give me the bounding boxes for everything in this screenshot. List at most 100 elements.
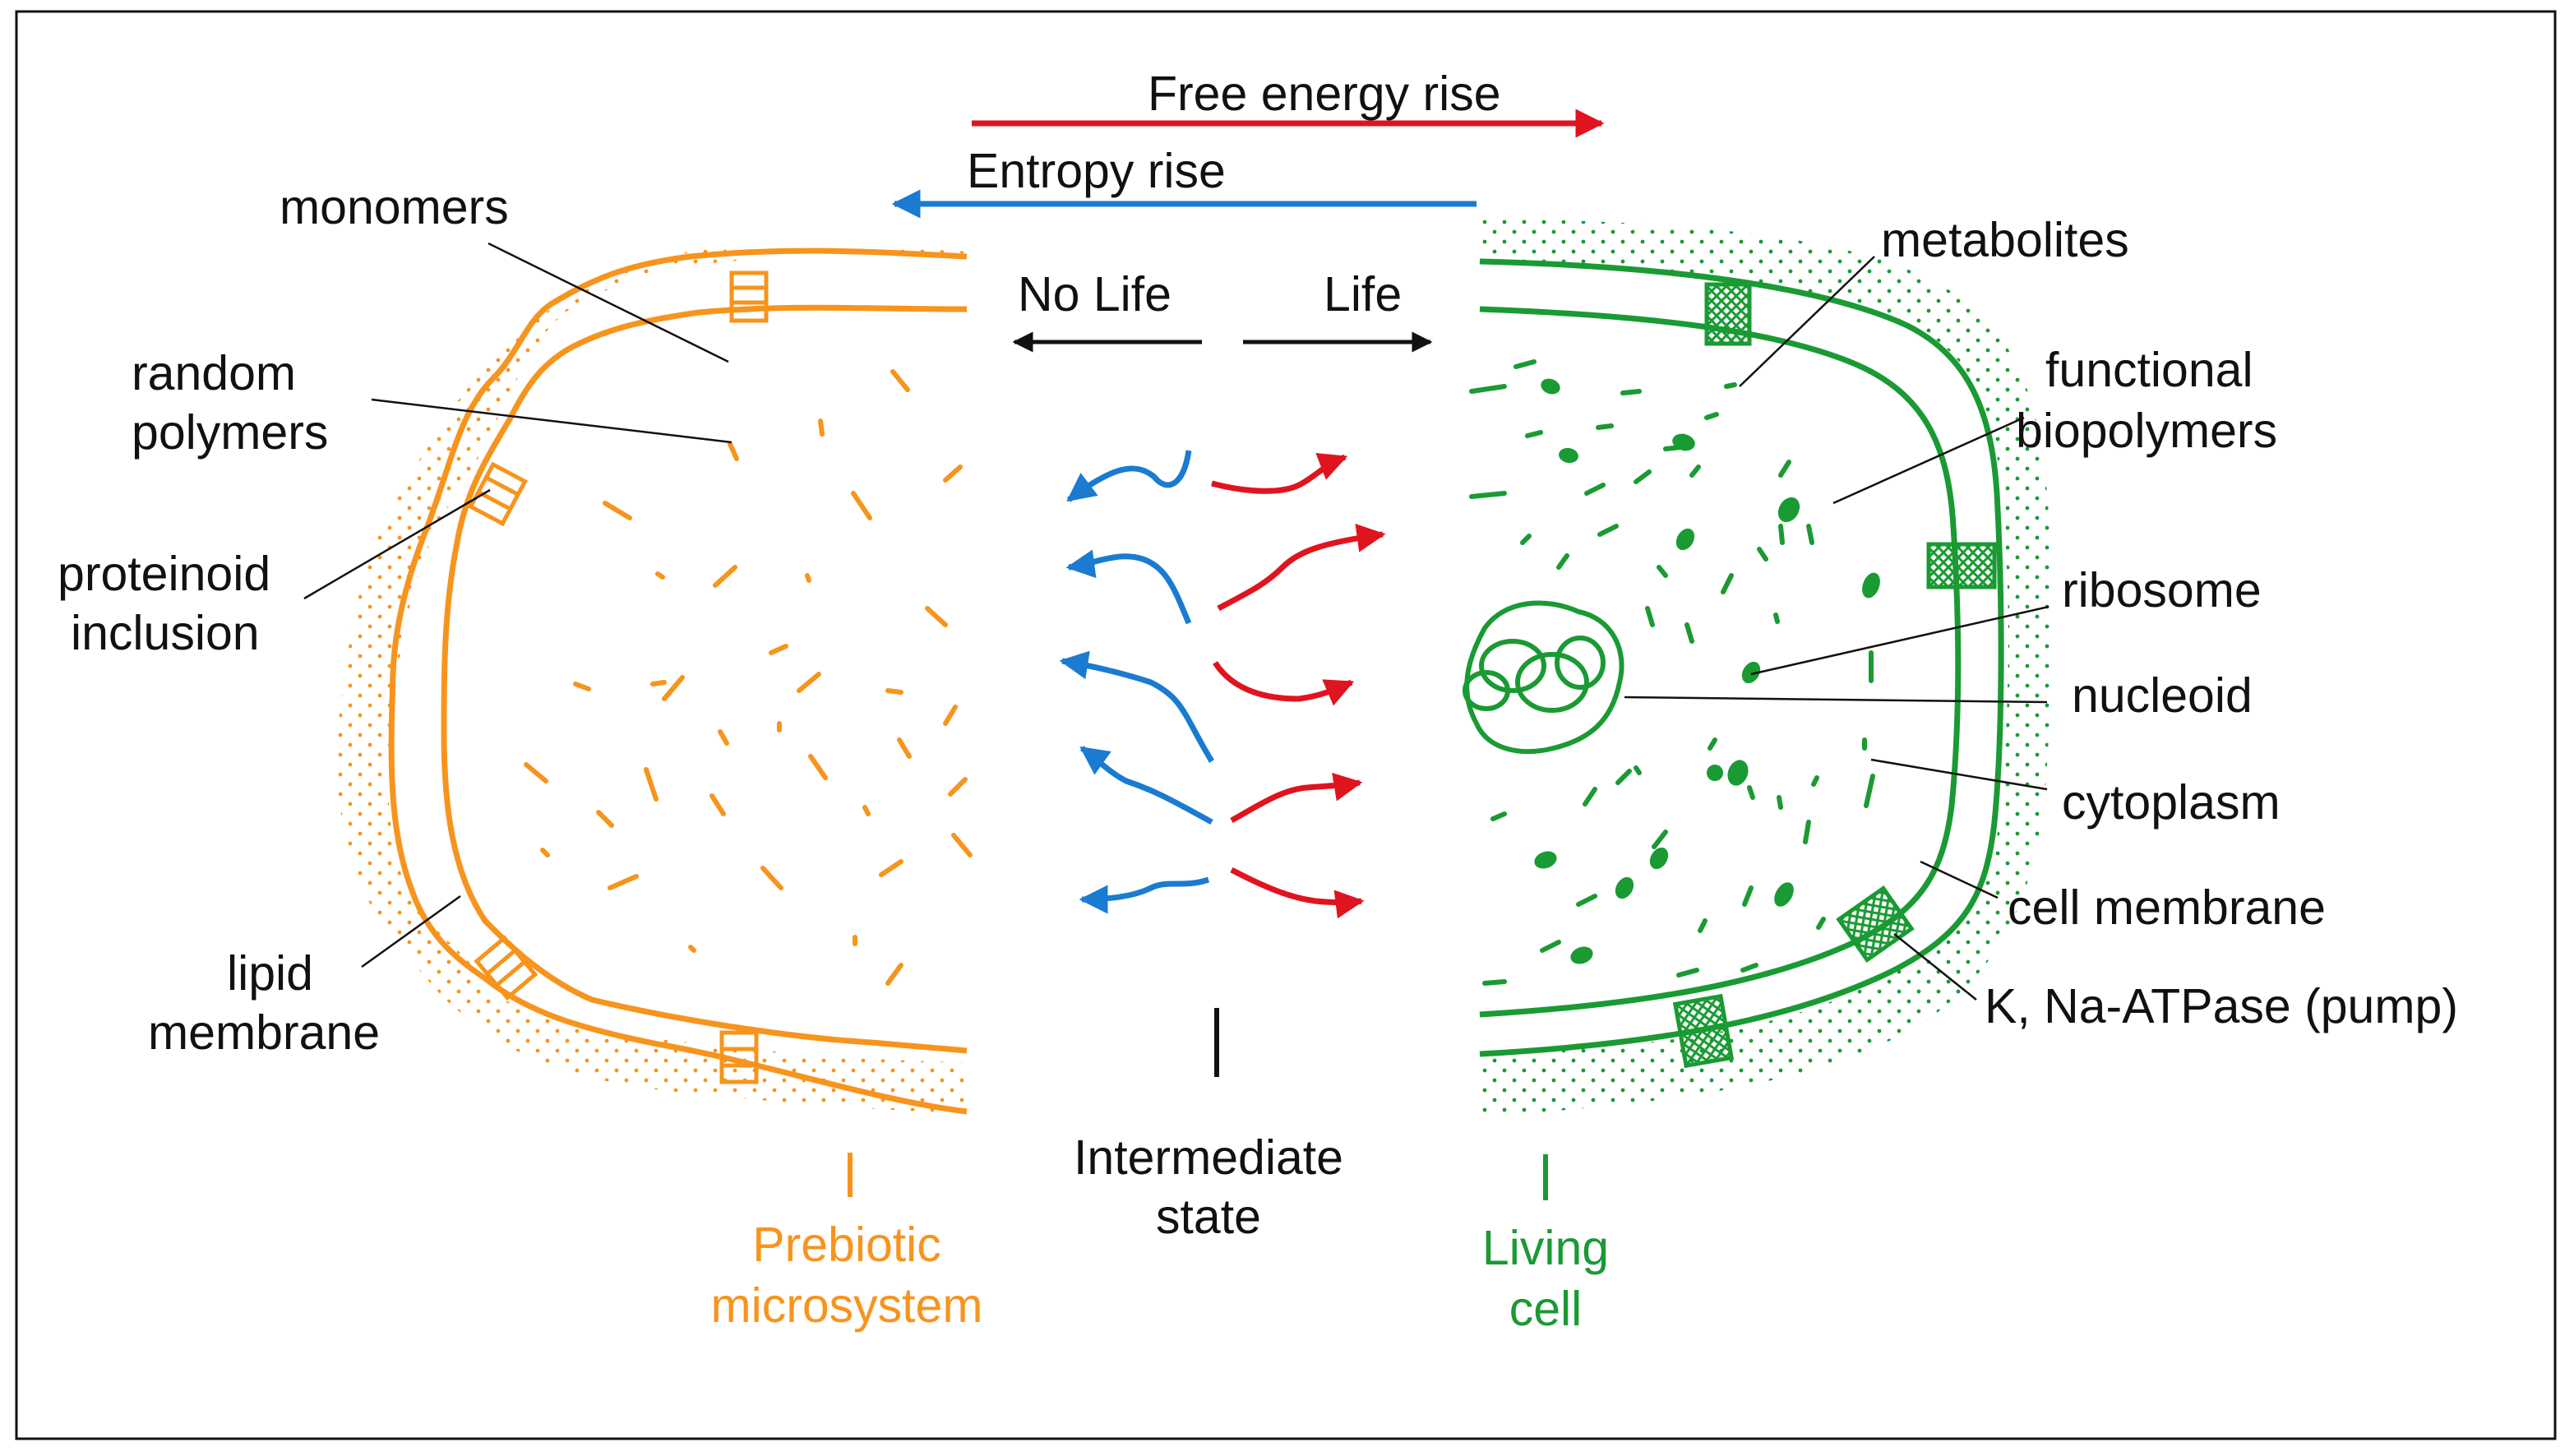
functional-biopolymer-fragment [1615, 769, 1632, 785]
prebiotic-label-2: microsystem [710, 1278, 982, 1333]
intermediate-label-1: Intermediate [1074, 1130, 1343, 1185]
functional-label-2: biopolymers [2016, 404, 2277, 458]
ribosome-icon [1541, 378, 1560, 395]
polymer-fragment [885, 963, 903, 986]
functional-biopolymer-fragment [1777, 795, 1783, 810]
functional-biopolymer-fragment [1513, 359, 1537, 369]
functional-biopolymer-fragment [1620, 389, 1642, 395]
polymer-fragment [943, 705, 958, 726]
polymer-fragment [818, 418, 825, 437]
polymer-fragment [951, 833, 973, 857]
functional-biopolymer-fragment [1806, 524, 1814, 545]
random-polymers-label-2: polymers [132, 405, 328, 460]
functional-biopolymer-fragment [1708, 737, 1717, 751]
nucleoid-icon [1463, 600, 1624, 755]
outer-cell-membrane-line [1479, 258, 2004, 1057]
flux-arrow-icon [1230, 867, 1365, 919]
functional-biopolymer-fragment [1525, 430, 1543, 438]
functional-biopolymer-fragment [1747, 785, 1755, 800]
functional-biopolymer-fragment [1652, 830, 1668, 849]
polymer-fragment [650, 680, 667, 686]
pump-icon [1836, 885, 1915, 963]
ribosome-icon [1649, 847, 1669, 870]
pump-icon [1926, 542, 1997, 589]
living-label-2: cell [1509, 1282, 1583, 1336]
functional-biopolymer-fragment [1540, 940, 1561, 953]
functional-biopolymer-fragment [1490, 811, 1507, 821]
cell-membrane-band [1480, 219, 2052, 1116]
pump-label: K, Na-ATPase (pump) [1985, 979, 2458, 1033]
flux-arrow-icon [1066, 450, 1192, 502]
free-energy-label: Free energy rise [1148, 67, 1501, 121]
functional-biopolymer-fragment [1684, 622, 1694, 644]
polymer-fragment [603, 501, 632, 520]
right-leader-lines [1624, 256, 2049, 1001]
polymer-fragment [608, 874, 639, 890]
flux-arrow-icon [1065, 549, 1192, 625]
pump-icon [1672, 993, 1735, 1069]
proteinoid-label-1: proteinoid [58, 547, 270, 601]
ribosome-icon [1675, 528, 1695, 551]
functional-label-1: functional [2045, 343, 2253, 397]
functional-biopolymer-fragment [1742, 885, 1754, 907]
ribosome-icon [1777, 497, 1800, 523]
functional-biopolymer-fragment [1757, 547, 1768, 562]
functional-biopolymer-fragment [1721, 573, 1734, 594]
polymer-fragment [948, 777, 968, 797]
monomers-label: monomers [280, 180, 509, 234]
functional-biopolymer-fragment [1469, 491, 1507, 499]
proteinoid-inclusion-icon [729, 270, 769, 323]
entropy-label: Entropy rise [967, 144, 1226, 198]
functional-biopolymer-fragment [1689, 465, 1701, 478]
polymer-fragment [524, 762, 548, 783]
polymer-fragment [760, 866, 783, 890]
polymer-fragment [728, 441, 739, 461]
cell-membrane-label: cell membrane [2008, 881, 2326, 935]
functional-biopolymer-fragment [1811, 775, 1819, 787]
intermediate-label-2: state [1156, 1190, 1261, 1244]
pump-icon [1704, 282, 1752, 346]
polymer-fragment [709, 793, 726, 816]
functional-biopolymer-fragment [1773, 612, 1780, 624]
polymer-fragment [644, 767, 659, 802]
functional-biopolymer-fragment [1634, 765, 1642, 775]
polymer-fragment [851, 491, 872, 520]
polymer-fragment [655, 571, 665, 580]
cytoplasm-contents [1469, 359, 1880, 986]
polymer-fragment [925, 606, 948, 627]
polymer-fragment [713, 565, 737, 588]
functional-biopolymer-fragment [1778, 524, 1785, 545]
polymer-fragment [797, 672, 821, 693]
functional-biopolymer-fragment [1520, 534, 1532, 545]
lipid-label-2: membrane [148, 1005, 380, 1060]
metabolites-label: metabolites [1881, 213, 2129, 267]
polymer-fragment [573, 682, 591, 691]
nucleoid-label: nucleoid [2072, 668, 2253, 723]
entropy-flux-arrows [1059, 450, 1214, 914]
polymer-fragment [718, 729, 729, 746]
functional-biopolymer-fragment [1676, 968, 1699, 978]
functional-biopolymer-fragment [1634, 469, 1652, 484]
functional-biopolymer-fragment [1596, 423, 1614, 430]
ribosome-icon [1672, 433, 1695, 451]
polymer-fragment [862, 805, 871, 816]
ribosome-icon [1707, 765, 1723, 781]
polymer-fragment [688, 945, 696, 953]
left-leader-lines [303, 242, 732, 968]
functional-biopolymer-fragment [1469, 384, 1507, 394]
no-life-label: No Life [1018, 267, 1171, 321]
functional-biopolymer-fragment [1740, 963, 1758, 973]
polymer-fragment [662, 675, 685, 701]
flux-arrow-icon [1059, 650, 1214, 763]
lipid-membrane-band [336, 244, 967, 1113]
polymer-fragment [943, 465, 963, 483]
flux-arrow-icon [1230, 772, 1363, 824]
proteinoid-label-2: inclusion [71, 606, 260, 660]
functional-biopolymer-fragment [1778, 460, 1791, 478]
life-label: Life [1324, 267, 1402, 321]
random-polymers-label-1: random [132, 346, 296, 400]
prebiotic-microsystem [336, 244, 973, 1197]
ribosome-icon [1727, 760, 1749, 786]
